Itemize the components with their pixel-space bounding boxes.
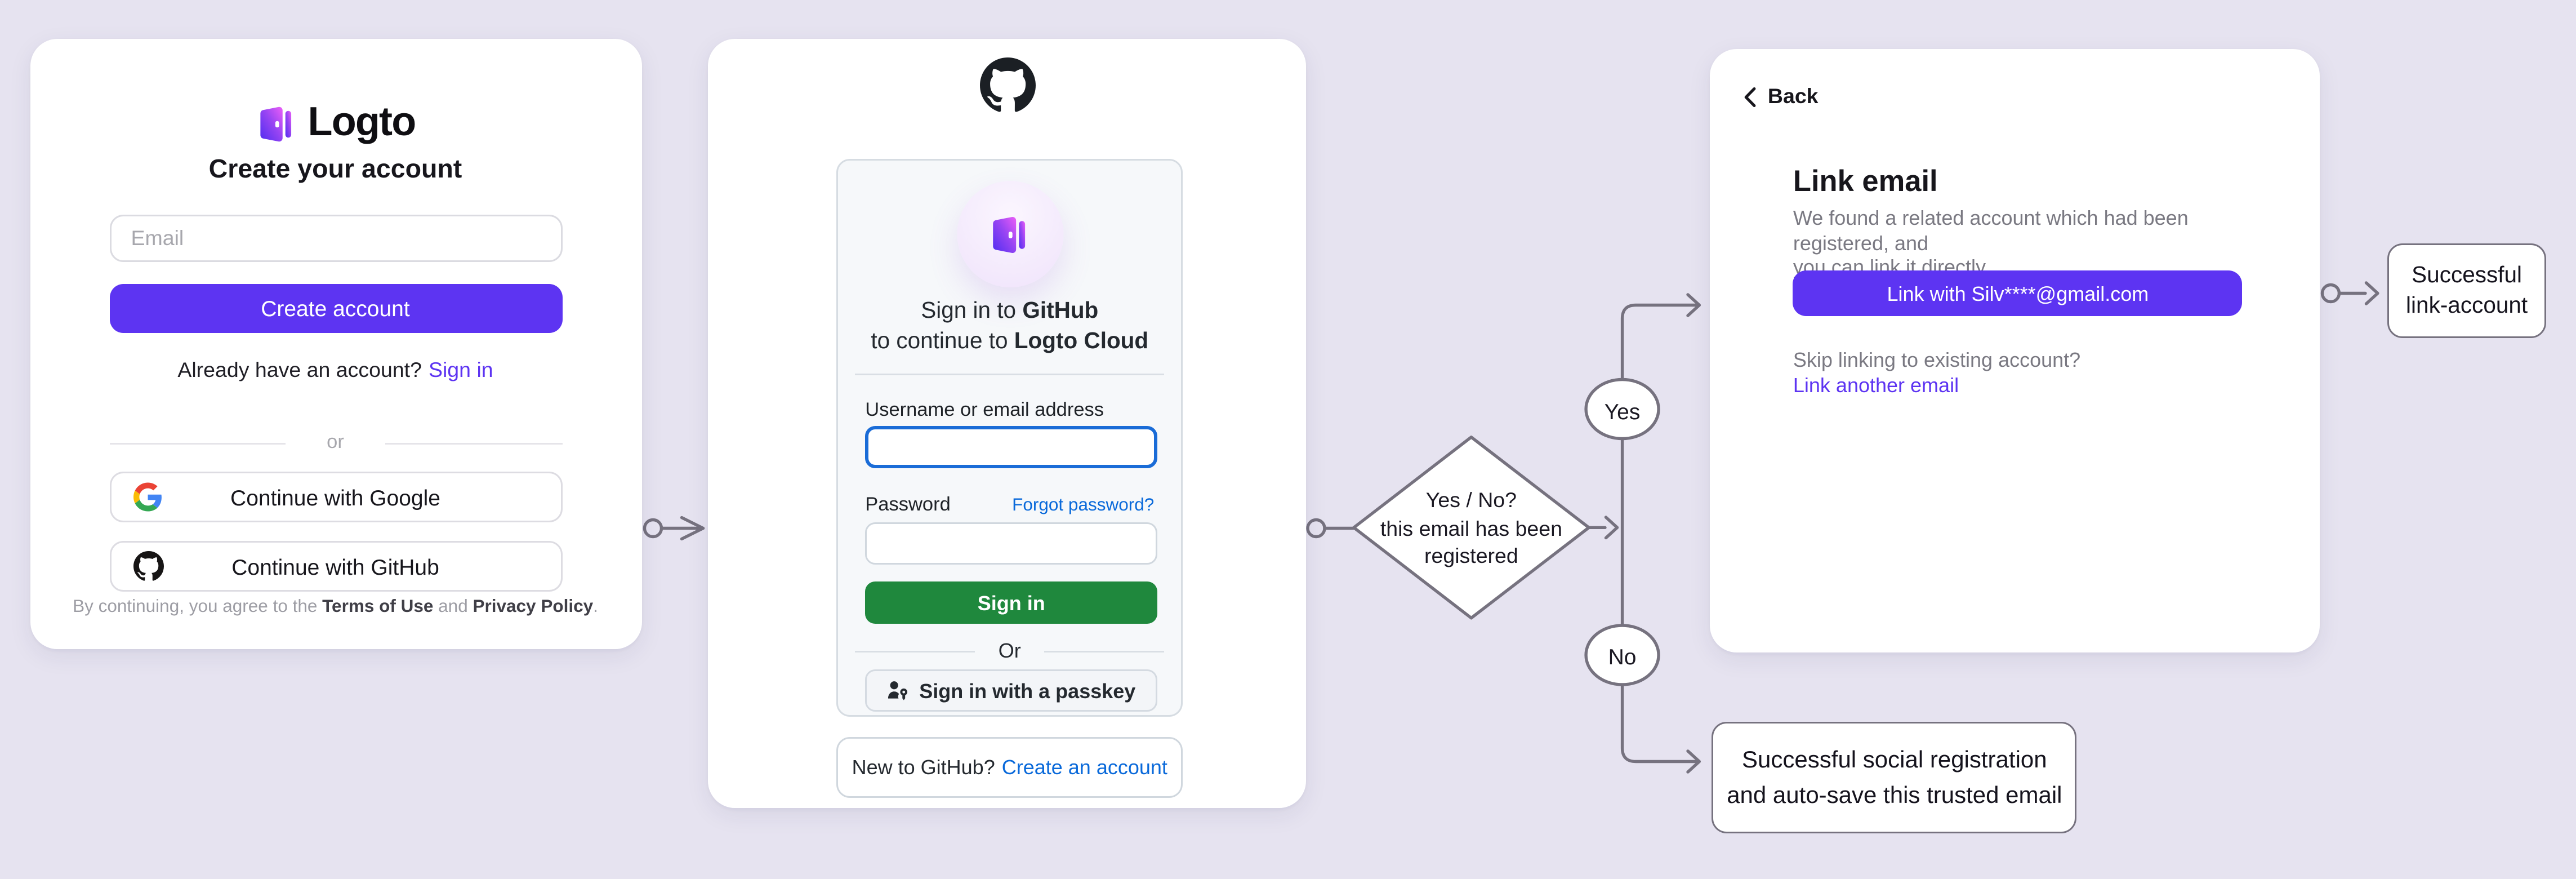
github-signin-button[interactable]: Sign in [865, 581, 1158, 624]
create-account-button[interactable]: Create account [109, 284, 562, 334]
passkey-button-label: Sign in with a passkey [919, 679, 1136, 703]
logto-signup-card: Logto Create your account Create account… [29, 39, 641, 650]
signin-prompt: Already have an account?Sign in [30, 359, 641, 383]
logto-logo: Logto [30, 100, 641, 148]
passkey-signin-button[interactable]: Sign in with a passkey [865, 669, 1158, 712]
yes-label: Yes [1604, 398, 1641, 424]
decision-label: Yes / No? this email has been registered [1334, 487, 1608, 571]
or-divider: or [109, 433, 562, 454]
page-title: Create your account [208, 156, 462, 185]
forgot-password-link[interactable]: Forgot password? [1012, 495, 1155, 516]
link-email-title: Link email [1793, 164, 1938, 198]
link-email-card: Back Link email We found a related accou… [1710, 49, 2320, 653]
result-line: and auto-save this trusted email [1727, 780, 2062, 807]
connector-start-dot [643, 518, 663, 539]
success-social-registration-box: Successful social registration and auto-… [1712, 721, 2077, 833]
heading-bold: Logto Cloud [1014, 328, 1149, 354]
connector-start-dot [2320, 283, 2341, 304]
terms-prefix: By continuing, you agree to the [73, 597, 323, 618]
result-line: link-account [2406, 292, 2528, 318]
yes-node [1584, 378, 1660, 441]
google-icon [132, 483, 162, 512]
github-button-label: Continue with GitHub [231, 554, 439, 580]
privacy-policy-link[interactable]: Privacy Policy [473, 597, 594, 618]
link-with-email-button[interactable]: Link with Silv****@gmail.com [1793, 270, 2243, 317]
brand-wordmark: Logto [307, 100, 417, 146]
success-link-account-box: Successful link-account [2387, 243, 2547, 338]
heading-prefix: Sign in to [921, 298, 1023, 323]
email-input[interactable] [109, 215, 562, 263]
arrowhead-icon [1686, 293, 1701, 317]
decision-line: registered [1424, 544, 1518, 568]
github-signin-panel: Sign in to GitHub to continue to Logto C… [836, 159, 1183, 717]
password-input[interactable] [865, 522, 1158, 565]
logto-door-icon [993, 216, 1026, 253]
password-row: Password Forgot password? [865, 496, 1154, 516]
description-line: We found a related account which had bee… [1793, 206, 2189, 255]
logto-door-icon [260, 106, 292, 141]
github-signin-card: Sign in to GitHub to continue to Logto C… [708, 39, 1307, 809]
divider-line [109, 442, 287, 445]
heading-bold: GitHub [1022, 298, 1099, 323]
connector-start-dot [1306, 518, 1326, 539]
continue-google-button[interactable]: Continue with Google [109, 472, 562, 523]
no-node [1584, 624, 1660, 686]
divider-label: Or [998, 639, 1021, 663]
logto-app-badge [956, 181, 1063, 288]
result-line: Successful social registration [1742, 744, 2047, 772]
github-logo-icon [708, 57, 1306, 114]
new-to-github-box: New to GitHub? Create an account [836, 737, 1183, 798]
username-label: Username or email address [865, 401, 1104, 421]
terms-text: By continuing, you agree to the Terms of… [64, 597, 608, 618]
panel-divider [855, 374, 1165, 376]
signin-link[interactable]: Sign in [428, 358, 493, 383]
terms-suffix: . [593, 597, 598, 618]
divider-line [384, 442, 562, 445]
arrowhead-icon [1686, 749, 1701, 774]
terms-of-use-link[interactable]: Terms of Use [322, 597, 434, 618]
signin-prompt-text: Already have an account? [177, 358, 422, 383]
heading-prefix: to continue to [871, 328, 1014, 354]
arrowhead-icon [1604, 516, 1619, 540]
decision-line: Yes / No? [1425, 489, 1517, 512]
or-divider: Or [855, 639, 1165, 663]
chevron-left-icon [1745, 87, 1757, 107]
github-signin-heading: Sign in to GitHub to continue to Logto C… [838, 296, 1181, 357]
continue-github-button[interactable]: Continue with GitHub [109, 541, 562, 592]
arrowhead-icon [2364, 281, 2379, 305]
back-label: Back [1767, 85, 1819, 109]
divider-line [1044, 650, 1165, 652]
username-input[interactable] [865, 426, 1158, 469]
no-label: No [1608, 644, 1637, 669]
result-line: Successful [2412, 262, 2522, 288]
terms-and: and [433, 597, 473, 618]
github-icon [132, 551, 163, 582]
skip-linking-text: Skip linking to existing account? [1793, 348, 2081, 372]
new-prompt-text: New to GitHub? [852, 756, 995, 780]
divider-label: or [327, 433, 344, 454]
decision-line: this email has been [1380, 516, 1562, 540]
divider-line [855, 650, 975, 652]
password-label: Password [865, 495, 951, 516]
back-button[interactable]: Back [1742, 85, 1819, 109]
link-email-description: We found a related account which had bee… [1793, 207, 2269, 281]
create-an-account-link[interactable]: Create an account [1001, 756, 1167, 780]
google-button-label: Continue with Google [230, 485, 440, 510]
link-another-email-link[interactable]: Link another email [1793, 373, 1959, 397]
passkey-icon [888, 682, 908, 701]
arrowhead-icon [680, 516, 705, 541]
